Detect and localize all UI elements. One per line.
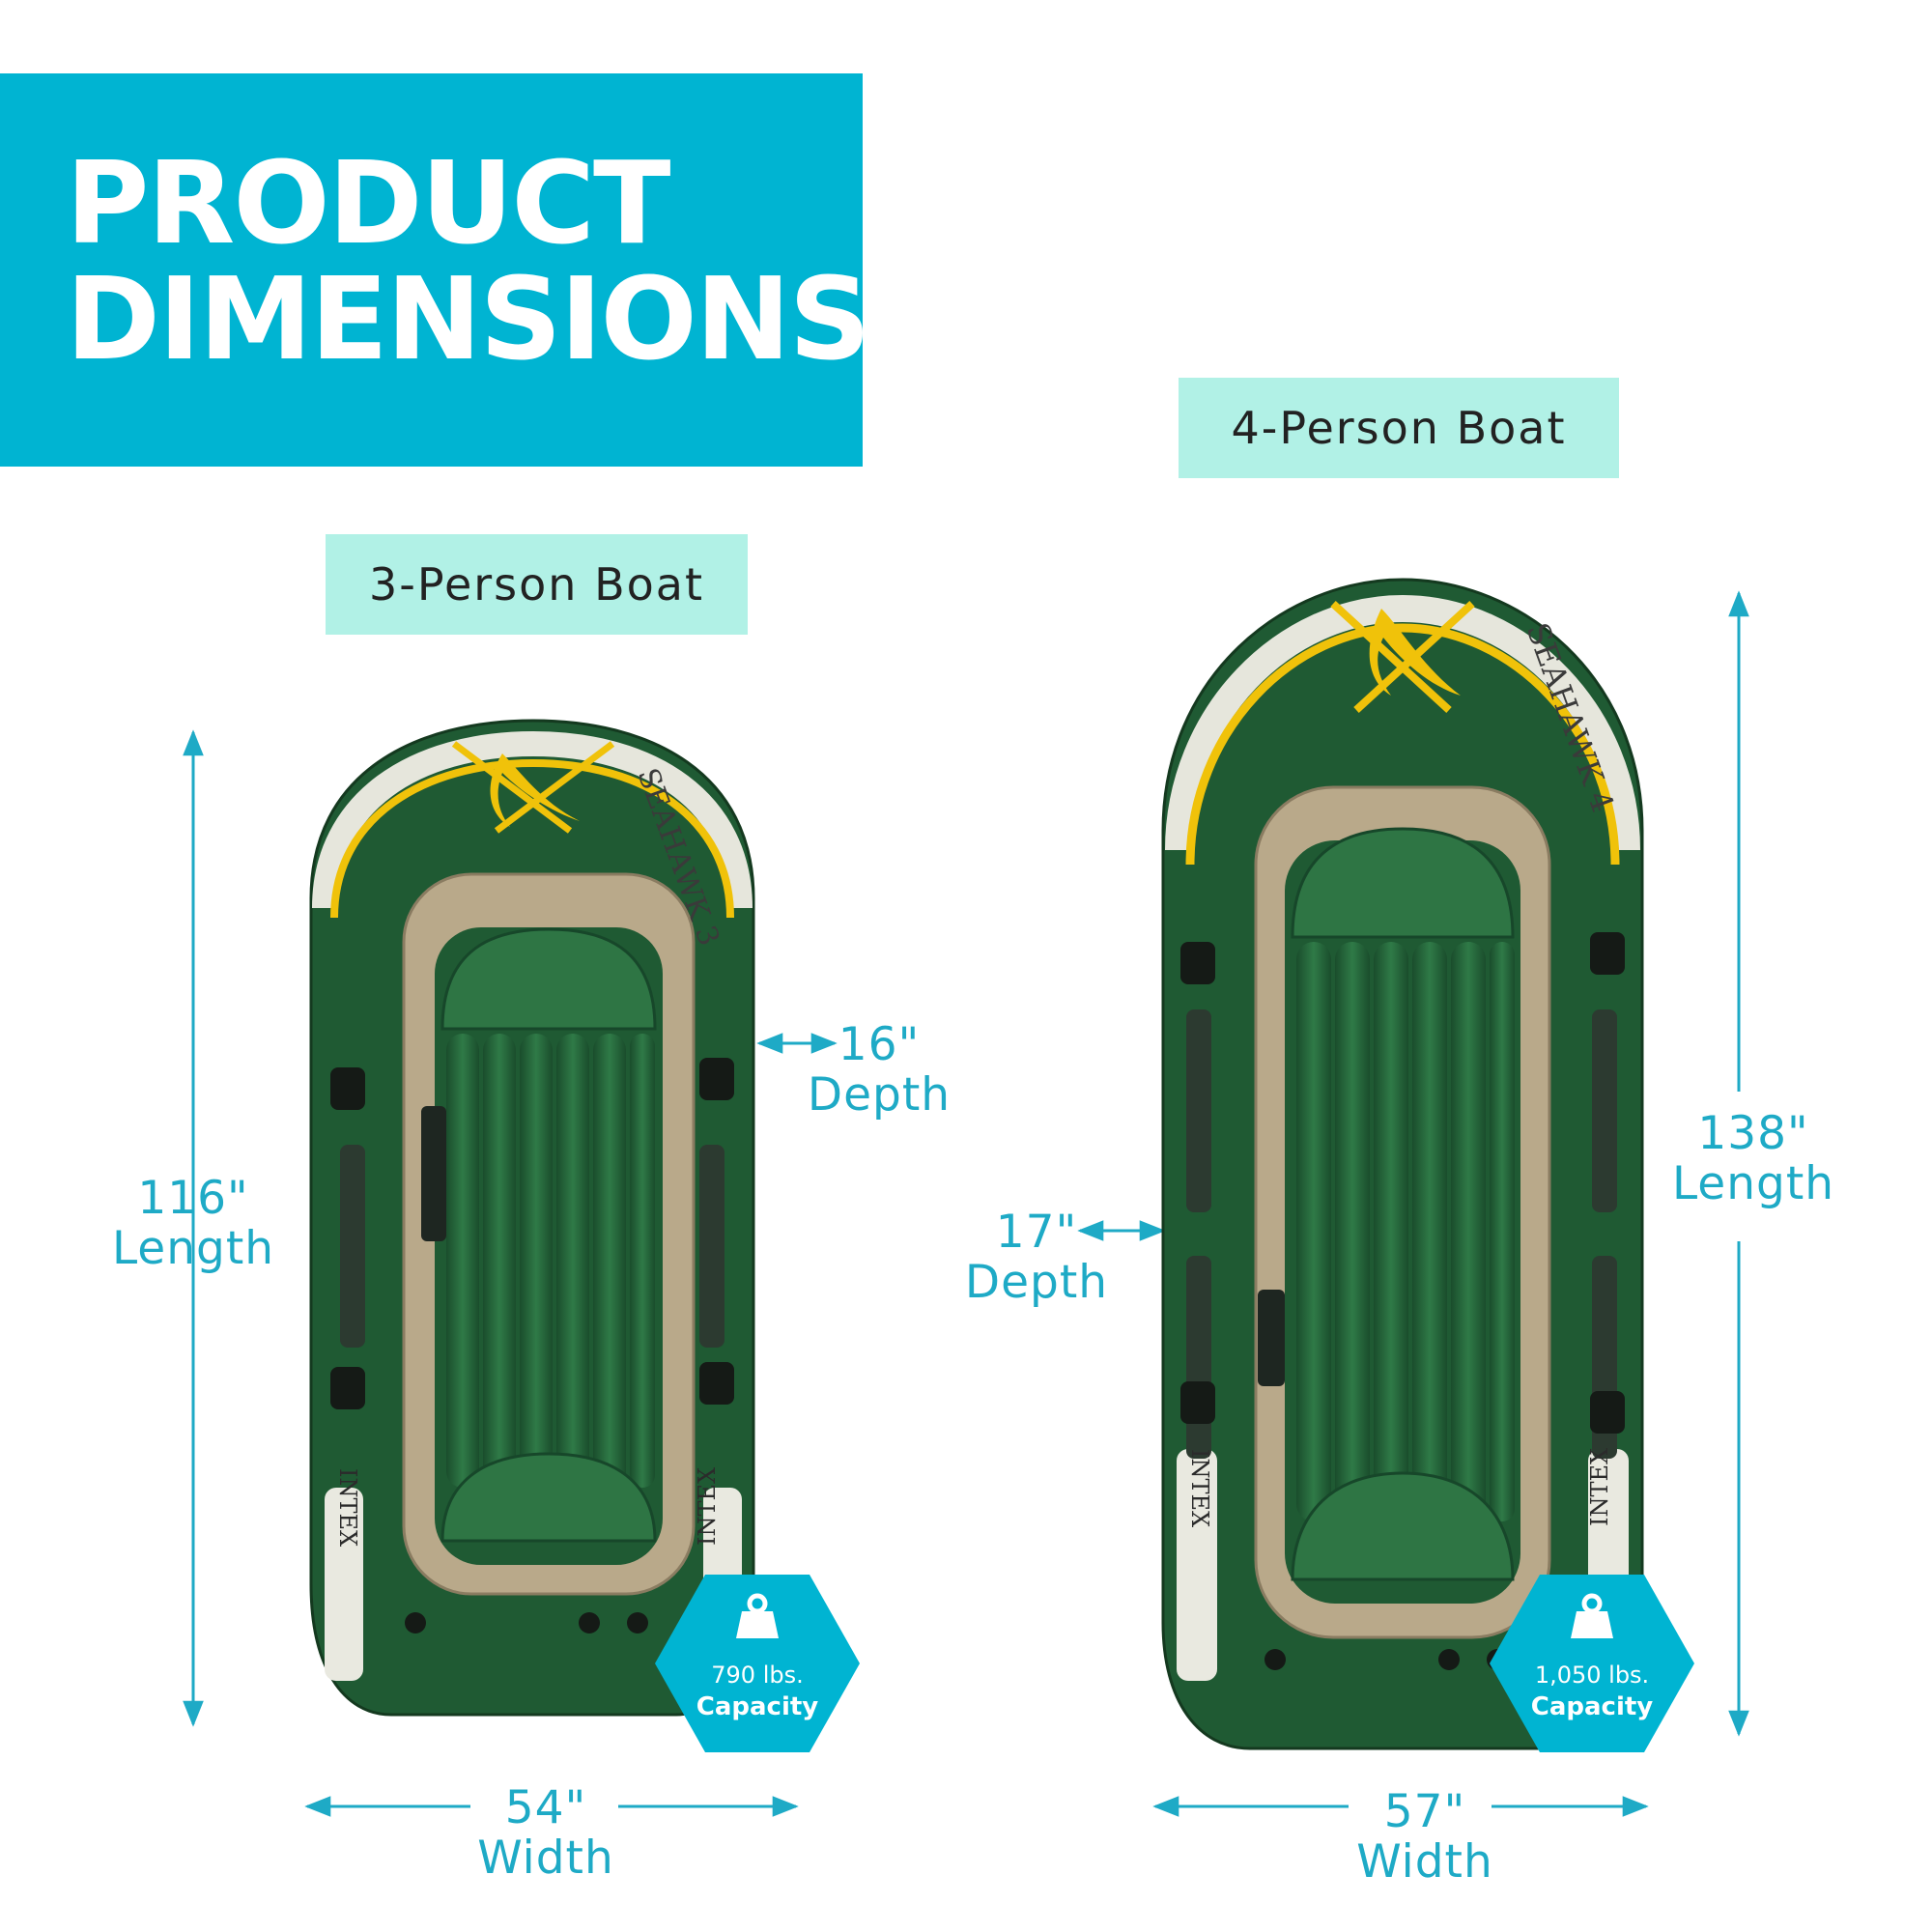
boat4-length-value: 138": [1697, 1107, 1809, 1160]
boat3-capacity-badge: [655, 1575, 860, 1752]
boat4-capacity-text: 1,050 lbs. Capacity: [1495, 1662, 1689, 1721]
boat4-depth-value: 17": [995, 1206, 1078, 1259]
boat3-length-value: 116": [137, 1172, 249, 1225]
boat3-intex-logo-right: INTEX: [694, 1467, 721, 1546]
boat3-width-label: Width: [477, 1832, 614, 1885]
boat3-depth-value: 16": [838, 1018, 921, 1071]
boat3-capacity-label: Capacity: [696, 1692, 819, 1721]
boat4-capacity-value: 1,050 lbs.: [1534, 1662, 1650, 1689]
boat3-capacity-value: 790 lbs.: [711, 1662, 804, 1689]
boat4-depth-label: Depth: [964, 1256, 1109, 1309]
boat4-width-label: Width: [1356, 1835, 1493, 1889]
page-title: PRODUCT DIMENSIONS: [66, 136, 871, 385]
boat3-depth-label: Depth: [807, 1068, 952, 1122]
boat4-illustration: INTEX INTEX SEAHAWK 4: [1161, 578, 1644, 1750]
weight-icon: [1571, 1593, 1613, 1638]
boat3-capacity-text: 790 lbs. Capacity: [661, 1662, 854, 1721]
boat4-intex-logo-right: INTEX: [1586, 1448, 1613, 1526]
boat3-length: 116" Length: [92, 1174, 295, 1274]
boat4-intex-logo: INTEX: [1186, 1449, 1213, 1527]
title-banner: [0, 73, 863, 467]
boat4-length-label: Length: [1671, 1157, 1835, 1210]
boat3-illustration: INTEX INTEX SEAHAWK 3: [309, 719, 755, 1717]
boat4-depth: 17" Depth: [954, 1208, 1119, 1308]
boat3-label: 3-Person Boat: [326, 534, 748, 635]
boat3-length-label: Length: [111, 1222, 275, 1275]
boat3-depth: 16" Depth: [792, 1020, 966, 1121]
boat4-width: 57" Width: [1333, 1787, 1517, 1888]
boat4-length: 138" Length: [1652, 1109, 1855, 1209]
boat4-capacity-badge: [1490, 1575, 1694, 1752]
boat4-width-value: 57": [1383, 1785, 1466, 1838]
weight-icon: [736, 1593, 779, 1638]
boat3-intex-logo: INTEX: [334, 1468, 361, 1547]
boat3-width: 54" Width: [454, 1783, 638, 1884]
boat3-width-value: 54": [504, 1781, 587, 1834]
boat4-label: 4-Person Boat: [1179, 378, 1619, 478]
boat4-capacity-label: Capacity: [1530, 1692, 1654, 1721]
